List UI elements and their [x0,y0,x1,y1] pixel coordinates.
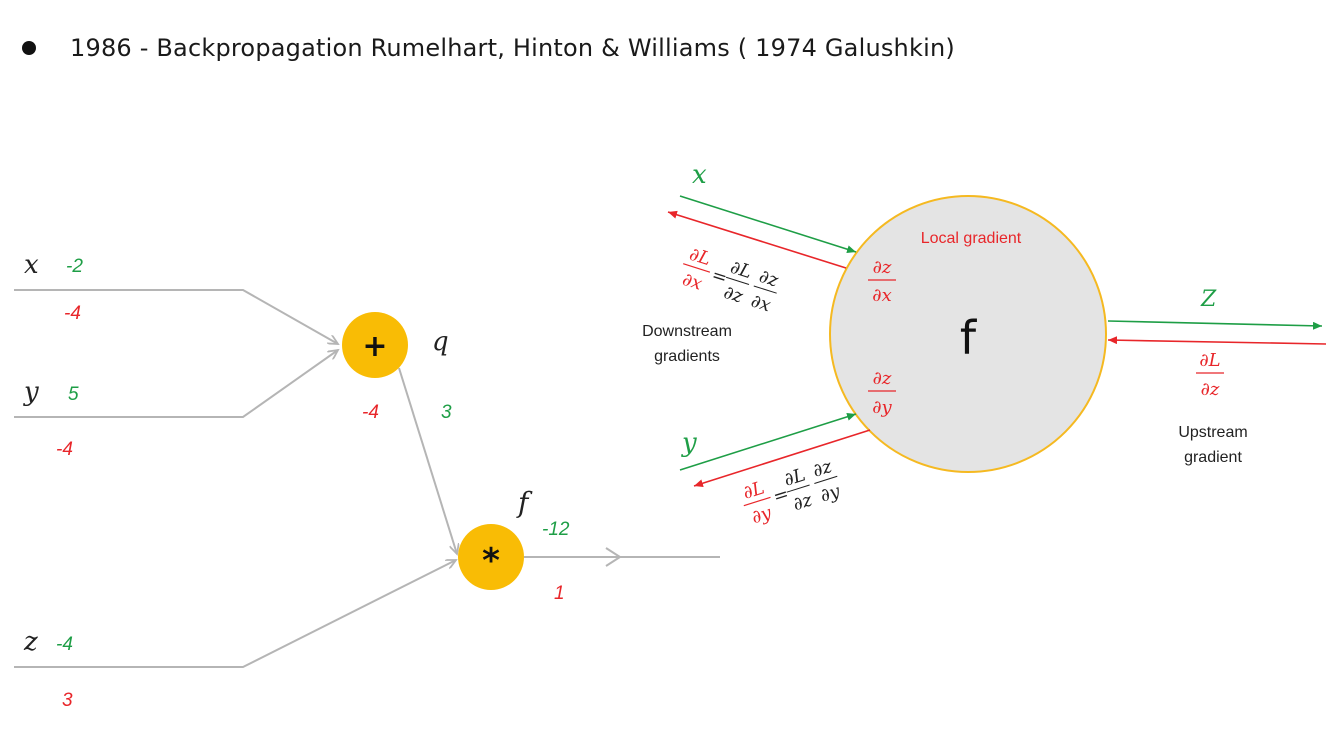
y-forward-value: 5 [68,384,79,405]
local-gradient-label: Local gradient [921,230,1022,247]
z-backward-arrow [1107,336,1327,345]
downstream-label-line2: gradients [654,348,720,365]
bullet-dot-icon [22,41,36,55]
local-dzdx-numerator: ∂z [873,257,892,278]
edge-y-to-plus [14,350,338,418]
output-arrowhead-icon [605,547,622,567]
y-forward-arrow [679,412,857,471]
eq-x-equals: = [709,264,730,289]
right-y-label: y [681,428,697,458]
f-forward-value: -12 [542,519,570,540]
x-forward-arrow [679,195,857,254]
q-gradient-value: -4 [362,402,379,423]
slide-heading: 1986 - Backpropagation Rumelhart, Hinton… [70,34,955,62]
eq-y-lhs-denominator: ∂y [749,502,775,528]
eq-y-r2-bar [814,475,838,484]
q-forward-value: 3 [441,402,452,423]
eq-x-lhs-bar [683,263,711,273]
x-backward-arrow [667,210,847,269]
x-gradient-value: -4 [64,303,81,324]
y-gradient-value: -4 [56,439,73,460]
mul-node-symbol: * [482,541,500,581]
plus-node [342,312,408,378]
left-computational-graph: + * x -2 -4 y 5 -4 z -4 3 q -4 3 f -12 1 [14,250,720,711]
upstream-dldz-numerator: ∂L [1199,350,1220,371]
edge-z-to-mul [14,560,456,668]
edge-plus-to-mul [398,367,457,554]
upstream-dldz-denominator: ∂z [1201,379,1220,400]
eq-y-lhs-bar [743,496,771,507]
eq-x-r1-denominator: ∂z [721,282,746,308]
local-dzdy-denominator: ∂y [872,397,892,418]
eq-x-lhs-denominator: ∂x [680,269,705,295]
var-y-label: y [23,377,39,407]
eq-y-r2-denominator: ∂y [818,480,844,506]
z-forward-arrow [1107,320,1323,330]
x-forward-value: -2 [66,256,83,277]
plus-node-symbol: + [362,329,387,364]
var-z-label: z [23,627,38,657]
eq-x-r2-denominator: ∂x [748,290,773,316]
y-backward-arrow [693,429,871,488]
f-gradient-value: 1 [554,583,565,604]
eq-y-r1-bar [786,484,810,493]
right-z-label: Z [1200,287,1217,312]
z-gradient-value: 3 [62,690,73,711]
function-node-label: f [960,311,978,365]
bullet-heading: 1986 - Backpropagation Rumelhart, Hinton… [22,28,955,68]
local-dzdx-denominator: ∂x [872,285,891,306]
eq-y-equals: = [771,483,792,508]
var-x-label: x [24,250,39,280]
eq-x-r2-bar [753,285,777,294]
upstream-label-line2: gradient [1184,449,1242,466]
downstream-x-equation: ∂L ∂x = ∂L ∂z ∂z ∂x [680,244,782,317]
right-gradient-flow-diagram: f Local gradient ∂z ∂x ∂z ∂y x y Z ∂L ∂z… [642,160,1327,528]
edge-x-to-plus [14,289,338,344]
downstream-label-line1: Downstream [642,323,732,340]
var-q-label: q [432,327,449,357]
eq-x-r1-bar [725,276,750,285]
upstream-label-line1: Upstream [1178,424,1247,441]
local-dzdy-numerator: ∂z [873,368,892,389]
var-f-label: f [516,486,533,519]
function-node-circle [829,195,1107,473]
right-x-label: x [692,160,707,190]
eq-y-r1-denominator: ∂z [790,489,815,515]
mul-node [458,524,524,590]
z-forward-value: -4 [56,634,73,655]
